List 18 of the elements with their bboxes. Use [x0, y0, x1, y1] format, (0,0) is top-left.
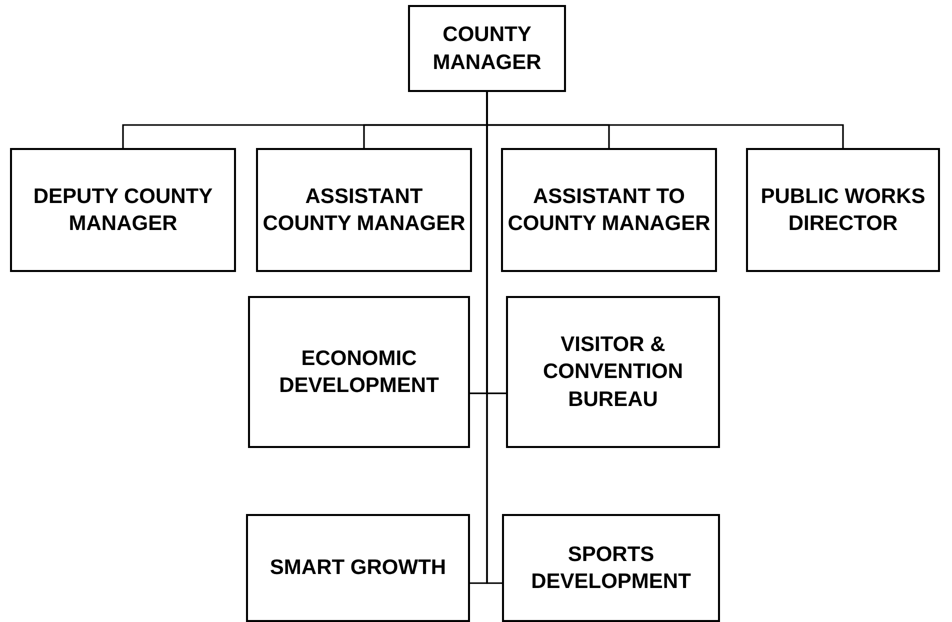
position-title: DEPUTY COUNTY MANAGER — [32, 184, 214, 237]
position-title: VISITOR & CONVENTION BUREAU — [542, 332, 684, 413]
position-box — [10, 148, 236, 272]
position-title: COUNTY MANAGER — [432, 22, 542, 76]
position-box — [248, 296, 470, 448]
position-title: SMART GROWTH — [268, 555, 448, 582]
position-title: ECONOMIC DEVELOPMENT — [278, 346, 440, 399]
position-box — [746, 148, 940, 272]
position-box — [502, 514, 720, 622]
position-title: SPORTS DEVELOPMENT — [530, 542, 692, 595]
position-box — [246, 514, 470, 622]
position-title: PUBLIC WORKS DIRECTOR — [760, 184, 926, 237]
position-box — [506, 296, 720, 448]
position-box — [408, 5, 566, 92]
position-box — [501, 148, 717, 272]
position-box — [256, 148, 472, 272]
position-title: ASSISTANT TO COUNTY MANAGER — [506, 184, 712, 237]
position-title: ASSISTANT COUNTY MANAGER — [262, 184, 466, 237]
